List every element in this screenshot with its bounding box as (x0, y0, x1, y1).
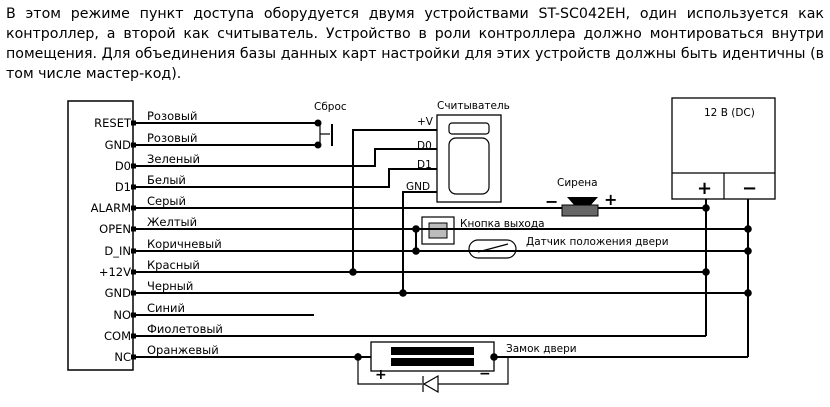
exit-button-label: Кнопка выхода (460, 218, 545, 230)
description-paragraph: В этом режиме пункт доступа оборудуется … (6, 6, 824, 82)
door-sensor-label: Датчик положения двери (526, 236, 669, 248)
wire-color-label: Серый (147, 194, 186, 208)
terminal-pin-label: D1 (115, 180, 131, 194)
wire-color-label: Оранжевый (147, 343, 219, 357)
lock-magnet-top (391, 347, 474, 355)
reader-pin-d0: D0 (417, 140, 432, 152)
reader-top-window (448, 122, 490, 135)
exit-button-key (428, 222, 448, 239)
wire-color-label: Розовый (147, 131, 197, 145)
wire-color-label: Фиолетовый (147, 322, 223, 336)
lock-minus-sign: − (479, 366, 491, 382)
siren-minus-sign: − (545, 192, 558, 211)
lock-frame (370, 341, 495, 372)
diode-wire-right (438, 357, 509, 385)
terminal-pin-label: ALARM (91, 201, 131, 215)
terminal-pin-label: COM (104, 329, 131, 343)
reset-label: Сброс (314, 101, 347, 113)
terminal-pin-label: GND (105, 286, 132, 300)
reader-pin-plusv: +V (417, 116, 434, 128)
wire-color-label: Белый (147, 173, 186, 187)
wire-color-label: Синий (147, 301, 185, 315)
wire-color-label: Коричневый (147, 237, 222, 251)
reader-label: Считыватель (437, 100, 510, 112)
terminal-pin-label: NC (114, 350, 131, 364)
power-plus-sign: + (697, 178, 712, 199)
siren-horn (567, 197, 598, 206)
terminal-pin-label: +12V (99, 265, 131, 279)
terminal-pin-label: NO (113, 308, 131, 322)
siren-plus-sign: + (604, 190, 617, 209)
terminal-pin-label: D0 (115, 159, 131, 173)
terminal-pin-label: OPEN (99, 222, 131, 236)
terminal-pin-label: D_IN (104, 244, 131, 258)
wire-color-label: Розовый (147, 109, 197, 123)
lock-label: Замок двери (506, 343, 577, 355)
reader-pin-gnd: GND (406, 181, 430, 193)
reader-card-area (448, 137, 490, 195)
lock-plus-sign: + (375, 367, 387, 383)
terminal-pin-label: RESET (94, 116, 132, 130)
wire-color-label: Черный (147, 279, 193, 293)
lock-magnet-bottom (391, 358, 474, 366)
wire-color-label: Зеленый (147, 152, 200, 166)
power-minus-sign: − (742, 178, 757, 199)
wire-color-label: Желтый (147, 215, 197, 229)
siren-label: Сирена (557, 177, 598, 189)
siren-body (561, 204, 599, 217)
diode-wire-left (357, 353, 422, 385)
exit-button-frame (421, 216, 455, 245)
wire-color-label: Красный (147, 258, 200, 272)
junction-dots (349, 204, 752, 361)
terminal-pin-label: GND (105, 138, 132, 152)
power-label: 12 В (DC) (704, 107, 755, 119)
controller-box (67, 100, 134, 371)
diode-symbol (422, 374, 439, 394)
door-sensor-body (468, 239, 517, 259)
wires (133, 122, 749, 358)
